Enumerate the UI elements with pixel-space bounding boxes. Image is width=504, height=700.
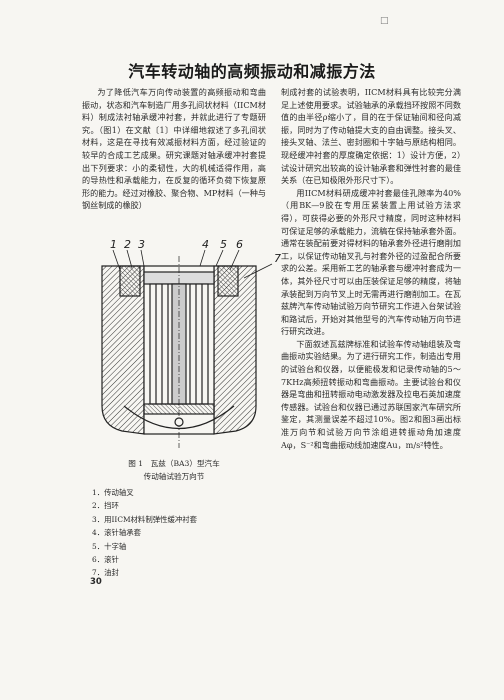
label-6: 6 [236, 238, 243, 251]
leader-lines [112, 249, 273, 279]
legend-item: 6．滚针 [92, 555, 119, 565]
label-2: 2 [124, 238, 131, 251]
legend-item: 1．传动轴叉 [92, 488, 134, 497]
right-paragraph-3: 下面叙述瓦兹牌标准和试验车传动轴组装及弯曲振动实验结果。为了进行研究工作，制造出… [281, 338, 461, 450]
caption-line-1: 图 1 瓦兹（BA3）型汽车 [128, 459, 220, 468]
legend-item: 5．十字轴 [92, 541, 127, 551]
right-paragraph-2: 用IICM材料研成缓冲衬套最佳孔隙率为40%（用BK—9胶在专用压紧装置上用试验… [281, 187, 461, 337]
corner-mark: □ [380, 16, 389, 26]
number-labels: 1 2 3 4 5 6 7 [110, 238, 281, 265]
universal-joint-figure: 1 2 3 4 5 6 7 [101, 238, 281, 448]
legend-item: 3．用IICM材料制弹性缓冲衬套 [92, 514, 198, 524]
figure-caption: 图 1 瓦兹（BA3）型汽车 传动轴试验万向节 [82, 458, 266, 483]
yoke-body [101, 256, 257, 448]
left-paragraph-1: 为了降低汽车万向传动装置的高频振动和弯曲振动，状态和汽车制造厂用多孔间状材料（I… [82, 87, 266, 211]
legend-item: 7．油封 [92, 568, 119, 578]
left-column: 为了降低汽车万向传动装置的高频振动和弯曲振动，状态和汽车制造厂用多孔间状材料（I… [82, 86, 266, 212]
legend-item: 2．挡环 [92, 501, 119, 511]
right-column: 制成衬套的试验表明，IICM材料具有比较完分满足上述使用要求。试验轴承的承载挡环… [281, 86, 461, 451]
figure-legend: 1．传动轴叉 2．挡环 3．用IICM材料制弹性缓冲衬套 4．滚针轴承套 5．十… [92, 486, 272, 580]
label-7: 7 [274, 252, 281, 265]
label-1: 1 [110, 238, 117, 251]
legend-item: 4．滚针轴承套 [92, 528, 142, 538]
right-paragraph-1: 制成衬套的试验表明，IICM材料具有比较完分满足上述使用要求。试验轴承的承载挡环… [281, 87, 461, 186]
label-4: 4 [202, 238, 209, 251]
caption-line-2: 传动轴试验万向节 [143, 471, 205, 481]
page-number: 30 [90, 577, 102, 587]
article-title: 汽车转动轴的高频振动和减振方法 [128, 62, 376, 81]
label-5: 5 [220, 238, 227, 251]
label-3: 3 [138, 238, 145, 251]
